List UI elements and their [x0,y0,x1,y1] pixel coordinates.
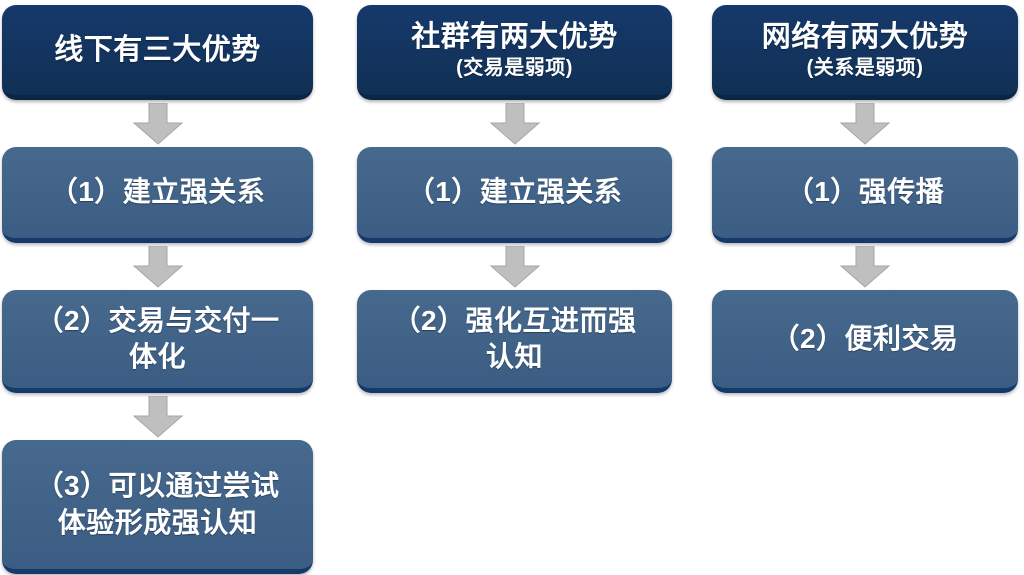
step-label: （2）便利交易 [771,322,959,354]
column-header-offline[interactable]: 线下有三大优势 [2,5,313,100]
column-network: 网络有两大优势 (关系是弱项) （1）强传播 （2）便利交易 [712,0,1018,575]
down-arrow-icon [485,103,545,145]
column-header-subtitle: (交易是弱项) [456,57,573,80]
column-header-title: 网络有两大优势 [761,20,969,53]
column-header-network[interactable]: 网络有两大优势 (关系是弱项) [712,5,1018,100]
step-box-offline-1[interactable]: （1）建立强关系 [2,147,313,243]
step-box-offline-2[interactable]: （2）交易与交付一体化 [2,290,313,393]
step-box-offline-3[interactable]: （3）可以通过尝试体验形成强认知 [2,440,313,574]
step-box-network-2[interactable]: （2）便利交易 [712,290,1018,393]
column-header-subtitle: (关系是弱项) [806,57,924,80]
column-community: 社群有两大优势 (交易是弱项) （1）建立强关系 （2）强化互进而强认知 [357,0,672,575]
step-label: （1）建立强关系 [406,176,623,208]
down-arrow-icon [128,396,188,438]
column-header-title: 社群有两大优势 [411,20,618,53]
down-arrow-icon [835,246,895,288]
step-label: （3）可以通过尝试体验形成强认知 [35,470,280,538]
step-label: （1）建立强关系 [49,176,266,208]
down-arrow-icon [128,103,188,145]
step-box-network-1[interactable]: （1）强传播 [712,147,1018,243]
column-header-title: 线下有三大优势 [54,33,261,66]
step-box-community-2[interactable]: （2）强化互进而强认知 [357,290,672,393]
step-box-community-1[interactable]: （1）建立强关系 [357,147,672,243]
step-label: （1）强传播 [785,176,945,208]
column-offline: 线下有三大优势 （1）建立强关系 （2）交易与交付一体化 （3）可以通过尝试体验… [2,0,313,575]
step-label: （2）强化互进而强认知 [392,304,637,372]
column-header-community[interactable]: 社群有两大优势 (交易是弱项) [357,5,672,100]
down-arrow-icon [128,246,188,288]
step-label: （2）交易与交付一体化 [35,304,280,372]
down-arrow-icon [835,103,895,145]
down-arrow-icon [485,246,545,288]
